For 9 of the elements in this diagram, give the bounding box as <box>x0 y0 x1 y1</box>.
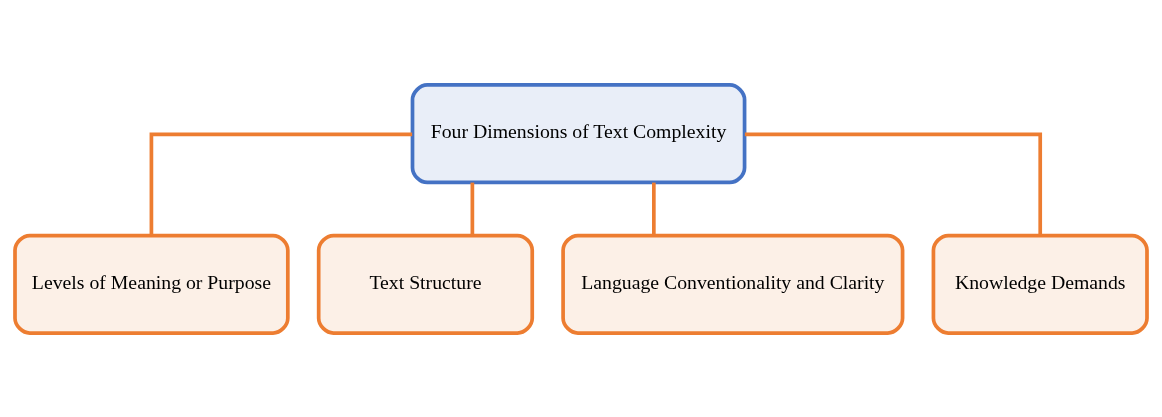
connector <box>470 182 475 235</box>
node-box: Language Conventionality and Clarity <box>561 233 905 335</box>
node-box: Text Structure <box>316 233 535 335</box>
node-box: Four Dimensions of Text Complexity <box>410 82 747 184</box>
connector <box>744 131 1043 235</box>
node-box: Levels of Meaning or Purpose <box>13 233 290 335</box>
node-box: Knowledge Demands <box>931 233 1149 335</box>
connector <box>149 131 413 235</box>
connector <box>652 182 656 235</box>
